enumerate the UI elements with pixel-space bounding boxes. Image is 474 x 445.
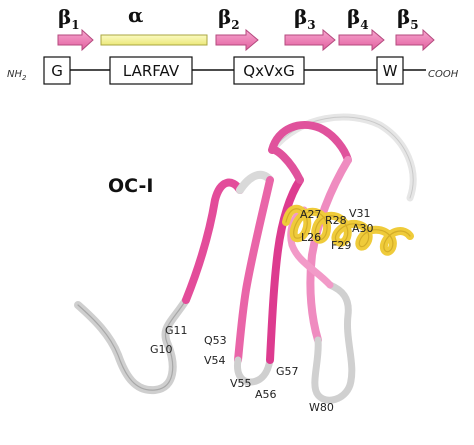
residue-label-q53: Q53 <box>204 334 227 347</box>
residue-labels: A27 R28 V31 L26 A30 F29 G11 G10 Q53 V54 … <box>150 207 374 414</box>
motif-label-larfav: LARFAV <box>123 62 180 80</box>
motif-box-w <box>376 56 404 85</box>
residue-label-g11: G11 <box>165 324 188 337</box>
strand-arrow-beta5 <box>395 28 435 52</box>
motif-box-larfav <box>109 56 193 85</box>
element-label-beta5: β5 <box>397 5 419 32</box>
svg-text:β2: β2 <box>218 5 240 32</box>
motif-label-w: W <box>383 62 398 80</box>
strand-arrow-beta1 <box>57 28 94 52</box>
element-label-beta3: β3 <box>294 5 316 32</box>
residue-label-v55: V55 <box>230 377 252 390</box>
element-label-beta1: β1 <box>58 5 80 32</box>
element-label-beta4: β4 <box>347 5 369 32</box>
svg-text:β4: β4 <box>347 5 369 32</box>
coil-n-terminus-shade <box>77 299 187 391</box>
residue-label-g57: G57 <box>276 365 299 378</box>
ribbon-strand-beta3 <box>266 176 304 364</box>
coil-c-terminus <box>311 281 356 404</box>
motif-box-qxvxg <box>233 56 305 85</box>
n-terminus-label: NH2 <box>7 69 27 82</box>
residue-label-v54: V54 <box>204 354 226 367</box>
residue-label-a30: A30 <box>352 222 374 235</box>
helix-bar-alpha <box>100 34 208 46</box>
residue-label-l26: L26 <box>301 231 321 244</box>
svg-text:β3: β3 <box>294 5 316 32</box>
svg-text:α: α <box>128 3 143 27</box>
strand-arrow-beta4 <box>338 28 385 52</box>
residue-label-r28: R28 <box>325 214 347 227</box>
residue-label-f29: F29 <box>331 239 351 252</box>
element-label-beta2: β2 <box>218 5 240 32</box>
c-terminus-label: COOH <box>428 69 459 80</box>
ribbon-helix-alpha-shade <box>285 208 411 253</box>
motif-box-g <box>43 56 71 85</box>
motif-label-g: G <box>51 62 63 80</box>
coil-hairpin-bottom <box>234 356 274 386</box>
ribbon-top-arc <box>268 121 352 184</box>
ribbon-strand-beta2 <box>234 176 274 364</box>
svg-text:β5: β5 <box>397 5 419 32</box>
residue-label-a27: A27 <box>300 208 322 221</box>
strand-arrow-beta2 <box>215 28 259 52</box>
svg-text:β1: β1 <box>58 5 80 32</box>
motif-label-qxvxg: QxVxG <box>243 62 294 80</box>
element-label-alpha: α <box>128 3 143 27</box>
structure-title: OC-I <box>108 175 154 197</box>
residue-label-v31: V31 <box>349 207 371 220</box>
ribbon-strand-beta4 <box>306 156 352 344</box>
ribbon-structure <box>74 113 417 404</box>
residue-label-g10: G10 <box>150 343 173 356</box>
topology-row: β1 α β2 β3 β4 β5 NH2 COOH G L <box>7 3 459 85</box>
residue-label-w80: W80 <box>309 401 334 414</box>
residue-label-a56: A56 <box>255 388 277 401</box>
strand-arrow-beta3 <box>284 28 336 52</box>
ribbon-strand-beta1 <box>182 178 244 304</box>
